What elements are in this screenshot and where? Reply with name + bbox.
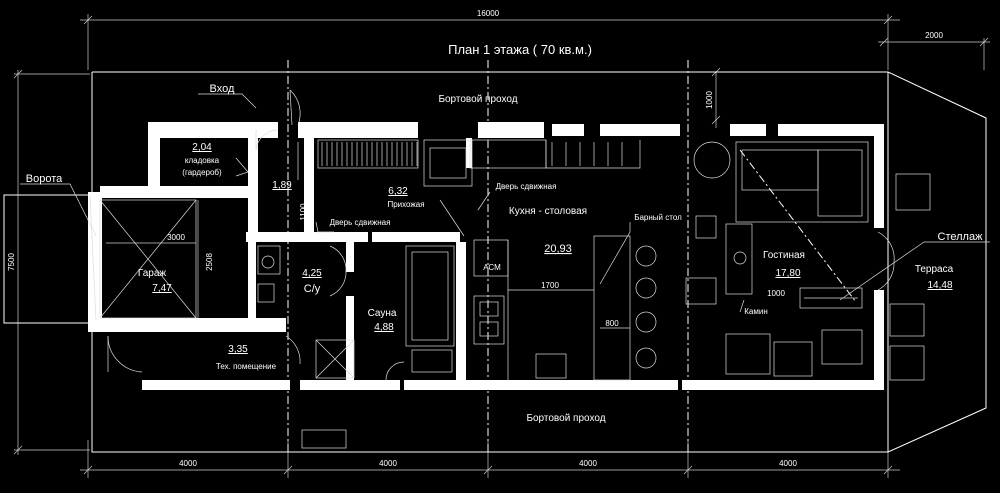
- tech-name: Тех. помещение: [216, 362, 277, 371]
- dim-height: 7500: [7, 253, 16, 271]
- hall-area: 6,32: [388, 186, 408, 197]
- dim-hall-depth: 1100: [299, 203, 308, 221]
- dim-bottom-3: 4000: [579, 459, 597, 468]
- kitchen-area: 20,93: [544, 243, 572, 255]
- wc-area: 4,25: [302, 268, 322, 279]
- passage-top-label: Бортовой проход: [438, 94, 517, 105]
- dim-bottom-1: 4000: [179, 459, 197, 468]
- dim-garage-width: 3000: [167, 233, 185, 242]
- bar-counter-label: Барный стол: [634, 213, 682, 222]
- fireplace-label: Камин: [744, 307, 768, 316]
- living-furniture: [685, 141, 869, 377]
- sauna-benches: [405, 245, 455, 373]
- dim-kitchen-span: 1700: [541, 281, 559, 290]
- kitchen-name: Кухня - столовая: [509, 206, 587, 217]
- sauna-name: Сауна: [368, 308, 397, 319]
- sliding-door-label-1: Дверь сдвижная: [330, 218, 391, 227]
- entrance-label: Вход: [210, 83, 235, 95]
- leaders: [20, 93, 990, 313]
- garage: [3, 194, 197, 324]
- dim-garage-height: 2508: [205, 253, 214, 271]
- dim-total-width: 16000: [477, 9, 500, 18]
- terrace-furniture: [889, 173, 931, 381]
- garage-name: Гараж: [138, 268, 167, 279]
- living-area: 17,80: [775, 268, 800, 279]
- doors: [107, 89, 895, 381]
- tech-area: 3,35: [228, 344, 248, 355]
- sliding-door-label-2: Дверь сдвижная: [496, 182, 557, 191]
- terrace-name: Терраса: [915, 264, 954, 275]
- shelf-label: Стеллаж: [938, 231, 984, 243]
- passage-bottom-label: Бортовой проход: [526, 413, 605, 424]
- storage-area: 2,04: [192, 142, 212, 153]
- acm-label: АСМ: [483, 263, 501, 272]
- dim-bottom-2: 4000: [379, 459, 397, 468]
- wc-fixtures: [257, 245, 355, 379]
- dimension-lines: [13, 14, 990, 478]
- kitchen-furniture: [473, 235, 657, 381]
- dim-bar-span: 800: [605, 319, 619, 328]
- wc-name: С/у: [304, 283, 321, 295]
- dim-fireplace-span: 1000: [767, 289, 785, 298]
- hull-outline: [91, 60, 987, 455]
- sauna-area: 4,88: [374, 322, 394, 333]
- misc: [297, 142, 347, 449]
- stairs: [317, 139, 641, 187]
- storage-sub: (гардероб): [182, 168, 222, 177]
- corridor-area: 1,89: [272, 180, 292, 191]
- hall-name: Прихожая: [387, 200, 424, 209]
- dim-bottom-4: 4000: [779, 459, 797, 468]
- storage-name: кладовка: [185, 156, 220, 165]
- dim-passage-top: 1000: [705, 91, 714, 109]
- terrace-area: 14,48: [927, 280, 952, 291]
- garage-area: 7,47: [152, 283, 172, 294]
- living-name: Гостиная: [763, 250, 805, 261]
- dim-side: 2000: [925, 31, 943, 40]
- gate-label: Ворота: [26, 173, 63, 185]
- plan-title: План 1 этажа ( 70 кв.м.): [448, 42, 592, 57]
